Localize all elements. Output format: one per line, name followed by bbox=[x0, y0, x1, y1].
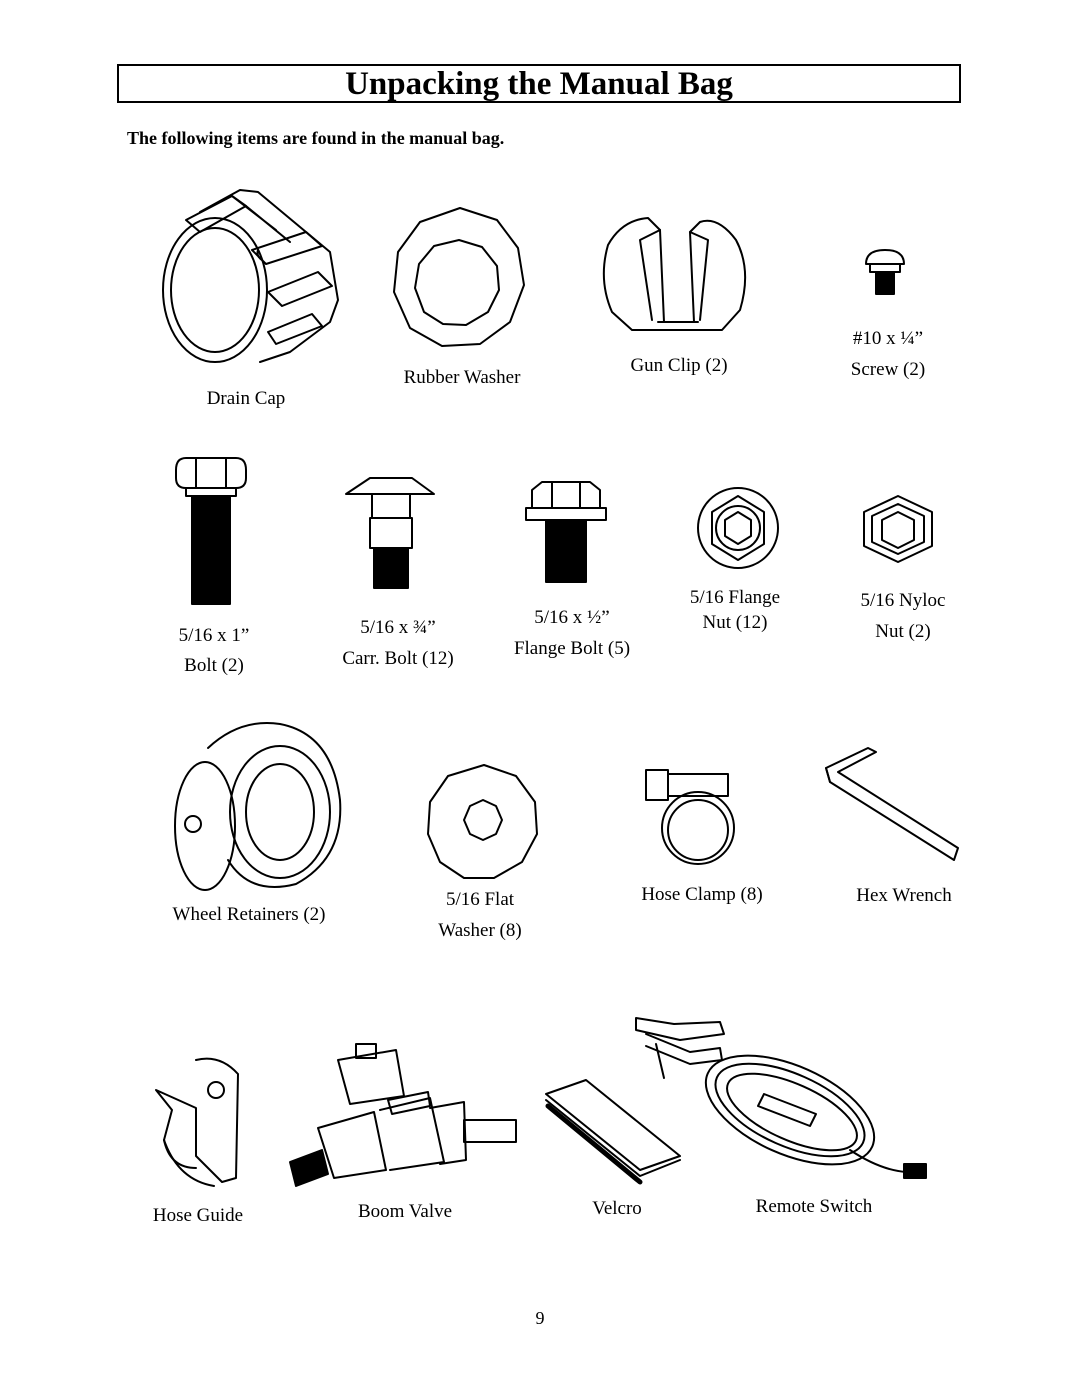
screw-icon bbox=[866, 250, 904, 294]
wheel-retainer-icon bbox=[175, 723, 340, 890]
gun-clip-icon bbox=[604, 218, 745, 330]
label-boom-valve: Boom Valve bbox=[357, 1201, 453, 1222]
hex-wrench-icon bbox=[826, 748, 958, 860]
label-hex-wrench: Hex Wrench bbox=[856, 885, 952, 906]
velcro-icon bbox=[546, 1080, 680, 1182]
page-title: Unpacking the Manual Bag bbox=[117, 64, 961, 103]
label-hose-clamp: Hose Clamp (8) bbox=[641, 884, 763, 905]
label-hose-guide: Hose Guide bbox=[152, 1205, 244, 1226]
label-wheel-retainers: Wheel Retainers (2) bbox=[172, 904, 326, 925]
label-hex-bolt: 5/16 x 1” Bolt (2) bbox=[178, 625, 250, 676]
page-number: 9 bbox=[535, 1308, 545, 1328]
flange-nut-icon bbox=[698, 488, 778, 568]
remote-switch-icon bbox=[636, 1018, 926, 1187]
label-flange-bolt: 5/16 x ½” Flange Bolt (5) bbox=[513, 607, 631, 659]
drain-cap-icon bbox=[163, 190, 338, 362]
label-nyloc-nut: 5/16 Nyloc Nut (2) bbox=[860, 590, 946, 642]
intro-text: The following items are found in the man… bbox=[127, 128, 505, 148]
hose-clamp-icon bbox=[646, 770, 734, 864]
label-remote-switch: Remote Switch bbox=[755, 1196, 873, 1217]
label-gun-clip: Gun Clip (2) bbox=[630, 355, 728, 376]
flange-bolt-icon bbox=[526, 482, 606, 582]
flat-washer-icon bbox=[428, 765, 537, 878]
label-carriage-bolt: 5/16 x ¾” Carr. Bolt (12) bbox=[342, 617, 454, 669]
label-flange-nut: 5/16 Flange Nut (12) bbox=[689, 587, 781, 633]
carriage-bolt-icon bbox=[346, 478, 434, 588]
label-rubber-washer: Rubber Washer bbox=[403, 367, 521, 388]
hose-guide-icon bbox=[156, 1059, 238, 1186]
label-velcro: Velcro bbox=[592, 1198, 642, 1219]
rubber-washer-icon bbox=[394, 208, 524, 346]
hex-bolt-icon bbox=[176, 458, 246, 604]
boom-valve-icon bbox=[290, 1044, 516, 1186]
nyloc-nut-icon bbox=[864, 496, 932, 562]
label-drain-cap: Drain Cap bbox=[206, 388, 286, 409]
label-screw: #10 x ¼” Screw (2) bbox=[850, 328, 926, 380]
label-flat-washer: 5/16 Flat Washer (8) bbox=[438, 889, 522, 941]
